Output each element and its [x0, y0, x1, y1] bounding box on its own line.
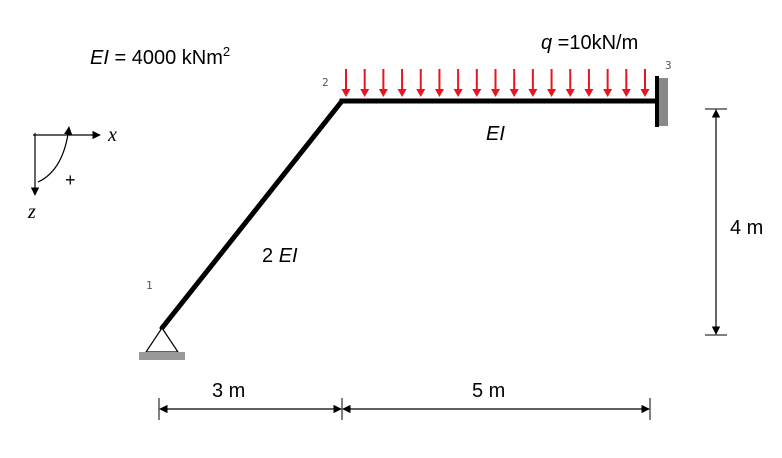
load-arrow [640, 69, 650, 97]
sign-plus: + [65, 170, 76, 190]
pin-support [139, 326, 185, 360]
load-arrow [434, 69, 444, 97]
rotation-arc-icon [37, 126, 73, 183]
beam-stiffness-label: EI [486, 123, 505, 145]
node-1-label: 1 [146, 279, 153, 292]
node-3-label: 3 [665, 59, 672, 72]
load-arrow [547, 69, 557, 97]
load-arrow [453, 69, 463, 97]
load-arrow [603, 69, 613, 97]
coordinate-axes: x z + [27, 124, 117, 223]
load-arrow [621, 69, 631, 97]
load-arrow [416, 69, 426, 97]
node-2-label: 2 [322, 76, 329, 89]
load-arrow [491, 69, 500, 97]
load-arrow [472, 69, 482, 97]
load-label: q =10kN/m [541, 32, 638, 54]
load-arrow [360, 69, 370, 97]
dim-right-label: 5 m [472, 380, 505, 402]
fixed-support [655, 76, 668, 127]
load-arrow [528, 69, 538, 97]
distributed-load [341, 69, 650, 97]
pin-triangle [144, 326, 180, 353]
stiffness-label: EI = 4000 kNm2 [90, 44, 230, 69]
load-arrow [397, 69, 407, 97]
vertical-dimension: 4 m [705, 108, 763, 336]
load-arrow [565, 69, 575, 97]
ground-strip [139, 352, 185, 360]
column-stiffness-label: 2 EI [262, 245, 298, 267]
x-axis-label: x [107, 124, 117, 146]
horizontal-dimensions: 3 m 5 m [158, 380, 651, 420]
load-arrow [509, 69, 519, 97]
load-arrow [341, 69, 351, 97]
dim-height-label: 4 m [730, 217, 763, 239]
dim-left-label: 3 m [212, 380, 245, 402]
load-arrow [584, 69, 594, 97]
load-arrow [378, 69, 388, 97]
z-axis-label: z [27, 201, 36, 223]
inclined-column [159, 98, 345, 331]
